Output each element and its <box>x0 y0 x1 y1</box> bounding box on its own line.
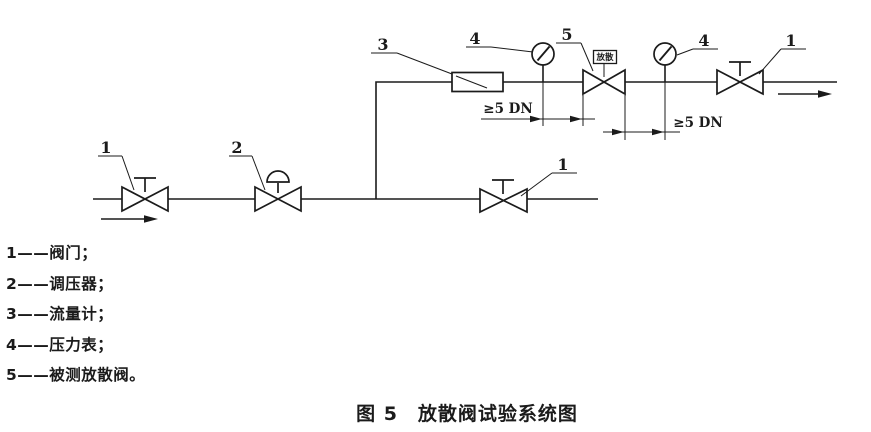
callout-leader-line <box>676 48 694 56</box>
legend-item: 4——压力表； <box>6 335 113 354</box>
test-relief-valve-symbol: 放散 <box>582 49 626 96</box>
valve-body <box>254 185 302 213</box>
dimension-arrow-icon <box>652 128 664 136</box>
callout-number: 1 <box>557 155 568 174</box>
callout-test-valve: 5 <box>556 25 594 72</box>
valve-body <box>479 187 528 214</box>
outlet-valve-symbol <box>716 61 764 96</box>
callout-flow-meter: 3 <box>371 35 453 75</box>
legend-item: 5——被测放散阀。 <box>6 365 145 384</box>
branch-valve-symbol <box>479 179 528 214</box>
regulator-diaphragm-dome <box>266 170 290 183</box>
vent-tag-box <box>592 49 618 65</box>
dimension-arrow-icon <box>570 115 582 123</box>
callout-inlet-valve: 1 <box>98 138 135 191</box>
flow-meter-diagonal <box>455 75 488 89</box>
callout-downstream-gauge: 4 <box>676 31 718 56</box>
downstream-spacing-dimension: ≥5 DN <box>603 95 723 140</box>
dimension-arrow-icon <box>612 128 624 136</box>
callout-number: 5 <box>561 25 572 44</box>
callout-leader-line <box>758 48 782 75</box>
figure-caption: 图 5 放散阀试验系统图 <box>356 402 578 425</box>
valve-body <box>121 185 169 213</box>
gauge-needle <box>536 45 551 62</box>
callout-leader-line <box>251 155 266 191</box>
callout-leader-line <box>520 172 553 197</box>
legend-item: 3——流量计； <box>6 304 113 323</box>
piping <box>93 81 837 200</box>
callout-outlet-valve: 1 <box>758 31 806 75</box>
callout-number: 3 <box>377 35 388 54</box>
callout-leader-line <box>396 52 453 75</box>
upstream-spacing-text: ≥5 DN <box>483 101 532 117</box>
dimension-arrow-icon <box>530 115 542 123</box>
valve-body <box>582 68 626 96</box>
callout-leader-line <box>490 46 534 53</box>
flow-meter-box <box>451 71 504 93</box>
callout-regulator: 2 <box>229 138 266 191</box>
callout-number: 1 <box>100 138 111 157</box>
callout-branch-valve: 1 <box>520 155 577 197</box>
callout-leader-line <box>121 155 135 191</box>
callout-number: 4 <box>698 31 709 50</box>
vent-tag-label: 放散 <box>595 52 614 63</box>
callout-number: 1 <box>785 31 796 50</box>
regulator-symbol <box>254 170 302 213</box>
flow-meter-symbol <box>451 71 504 93</box>
callout-leader-line <box>580 42 594 72</box>
legend-item: 1——阀门； <box>6 243 97 262</box>
inlet-valve-symbol <box>121 177 169 213</box>
inlet-flow-arrow-icon <box>101 215 158 223</box>
callout-upstream-gauge: 4 <box>466 29 534 53</box>
gauge-needle <box>658 45 673 62</box>
upstream-spacing-dimension: ≥5 DN <box>481 95 595 126</box>
riser-pipe <box>375 81 452 199</box>
downstream-pressure-gauge-symbol <box>653 42 677 140</box>
callout-number: 4 <box>469 29 480 48</box>
downstream-spacing-text: ≥5 DN <box>673 115 722 131</box>
legend-item: 2——调压器； <box>6 275 113 293</box>
callout-number: 2 <box>231 138 242 157</box>
legend: 1——阀门； 2——调压器； 3——流量计； 4——压力表； 5——被测放散阀。 <box>6 243 145 384</box>
outlet-flow-arrow-icon <box>778 90 832 98</box>
upstream-pressure-gauge-symbol <box>531 42 555 126</box>
